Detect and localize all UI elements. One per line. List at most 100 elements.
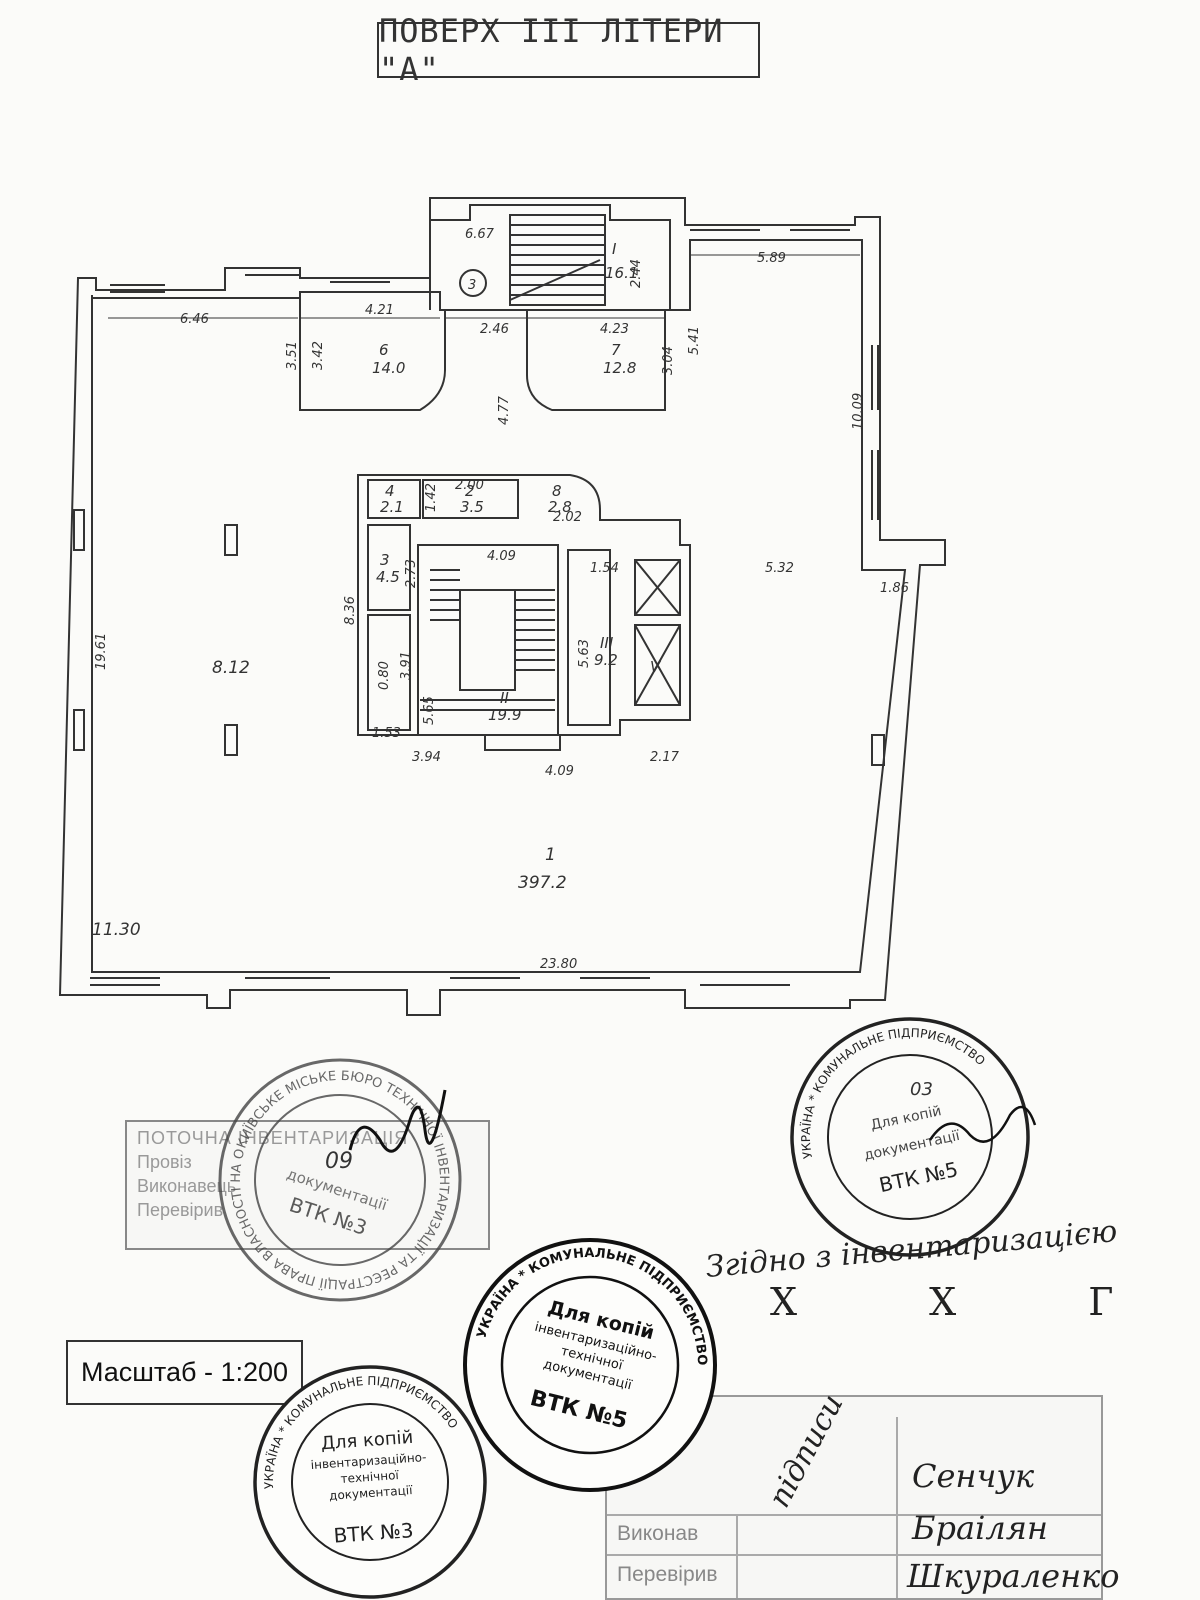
window [73, 709, 85, 751]
lift-shaft [634, 559, 681, 616]
room-label: 4 [385, 482, 395, 500]
room-label: 8 [552, 482, 562, 500]
stamp-center-text: Для копій [546, 1297, 657, 1345]
column [224, 724, 238, 756]
room-area: 12.8 [603, 359, 636, 377]
dimension-label: 1.42 [424, 483, 439, 512]
dimension-label: 5.65 [422, 696, 437, 725]
stamp-center-text: документації [542, 1357, 634, 1394]
stamp-center-text: Для копій [320, 1427, 414, 1454]
lift-shaft [634, 624, 681, 706]
dimension-label: 3.42 [311, 341, 326, 370]
inventory-line: Перевірив [137, 1200, 224, 1220]
signature-scribble [928, 1105, 1037, 1143]
dimension-label: 2.73 [404, 559, 419, 588]
name-2-handwritten: Браілян [912, 1509, 1048, 1547]
room-label: 7 [611, 341, 621, 359]
dimension-label: 4.09 [487, 549, 516, 564]
stamp-code: ВТК №5 [877, 1157, 960, 1197]
dimension-label: 2.17 [650, 750, 680, 765]
inventory-heading: ПОТОЧНА ІНВЕНТАРИЗАЦІЯ [137, 1128, 409, 1148]
handwritten-note: Згідно з інвентаризацією [704, 1214, 1119, 1285]
dimension-label: 4.23 [600, 322, 629, 337]
room-label: 2 [465, 482, 475, 500]
room-area: 19.9 [488, 706, 521, 724]
room-area: 9.2 [594, 651, 618, 669]
dimension-label: 19.61 [94, 633, 109, 670]
signature-table: Виконав Перевірив підписи Сенчук Браілян… [605, 1389, 1120, 1600]
room-label: III [600, 634, 614, 652]
room-label: II [500, 689, 509, 707]
dimension-label: 23.80 [540, 957, 577, 972]
inventory-box: ПОТОЧНА ІНВЕНТАРИЗАЦІЯ Провіз Виконавець… [125, 1120, 490, 1250]
dimension-label: 5.63 [577, 639, 592, 668]
dimension-label: 2.46 [480, 322, 509, 337]
staircase-top [429, 204, 671, 310]
room-label: I [612, 240, 617, 258]
room-7 [526, 310, 666, 411]
room-6 [299, 298, 446, 411]
dimension-label: 6.67 [465, 227, 495, 242]
room-area: 3.5 [460, 498, 484, 516]
scale-label: Масштаб - 1:200 [66, 1340, 303, 1405]
room-area: 397.2 [518, 873, 567, 893]
handwritten-marks: X X Г [770, 1280, 1174, 1324]
dimension-label: 1.54 [590, 561, 619, 576]
dimension-label: 3.51 [285, 341, 300, 370]
dimension-label: 6.46 [180, 312, 209, 327]
room-label: 1 [545, 845, 556, 865]
window [871, 345, 879, 520]
dimension-label: 11.30 [92, 920, 141, 940]
column [224, 524, 238, 556]
central-core [357, 474, 691, 751]
window [110, 229, 850, 293]
dimension-label: 2.00 [455, 478, 484, 493]
inventory-line: Провіз [137, 1152, 192, 1172]
dimension-label: 5.32 [765, 561, 794, 576]
dimension-label: 4.77 [497, 395, 512, 425]
dimension-label: 3.91 [399, 651, 414, 680]
checked-label: Перевірив [617, 1563, 718, 1586]
svg-text:УКРАЇНА * КОМУНАЛЬНЕ ПІДПРИЄМС: УКРАЇНА * КОМУНАЛЬНЕ ПІДПРИЄМСТВО [474, 1221, 731, 1394]
room-label: V [650, 658, 662, 676]
stamp-ring-text: УКРАЇНА * КОМУНАЛЬНЕ ПІДПРИЄМСТВО [474, 1221, 731, 1394]
dimension-label: 5.41 [687, 326, 702, 355]
dimension-label: 3.04 [661, 346, 676, 375]
name-3-handwritten: Шкураленко [907, 1557, 1120, 1595]
inner-wall [91, 239, 907, 973]
stamp-center-text: документації [329, 1483, 414, 1503]
room-area: 4.5 [376, 568, 400, 586]
dimension-label: 4.09 [545, 764, 574, 779]
executed-label: Виконав [617, 1522, 699, 1545]
stamp-center-text: технічної [340, 1468, 400, 1486]
dimension-label: 3 [468, 278, 476, 293]
table-grid [607, 1417, 1101, 1598]
name-1-handwritten: Сенчук [912, 1457, 1035, 1495]
column [871, 734, 885, 766]
stamp-code: ВТК №3 [333, 1518, 415, 1548]
room-area: 2.8 [548, 498, 572, 516]
dimension-label: 2.44 [629, 259, 644, 288]
room-area: 2.1 [380, 498, 404, 516]
floor-title: ПОВЕРХ III ЛІТЕРИ "А" [377, 12, 760, 88]
stamp-center-text: Для копій [869, 1103, 943, 1134]
stamp-date: 03 [910, 1079, 933, 1100]
dimension-label: 8.36 [343, 596, 358, 625]
dimension-label: 2.02 [553, 510, 582, 525]
dimension-label: 0.80 [377, 661, 392, 690]
outer-wall [58, 197, 946, 1016]
dimension-label: 4.21 [365, 303, 394, 318]
dimension-label: 8.12 [212, 658, 250, 678]
dimension-label: 5.89 [757, 251, 786, 266]
floor-plan: I 16.1 6 14.0 7 12.8 4 2.1 2 3.5 8 2.8 3… [58, 197, 946, 1016]
dimension-label: 3.94 [412, 750, 441, 765]
stair-marker [459, 269, 487, 297]
room-area: 14.0 [372, 359, 405, 377]
window [73, 509, 85, 551]
room-label: 3 [380, 551, 390, 569]
stamp-center-text: документації [863, 1128, 962, 1164]
dimension-label: 10.09 [851, 393, 866, 430]
dimension-label: 1.86 [880, 581, 909, 596]
dimension-label: 1.53 [372, 726, 401, 741]
room-label: 6 [379, 341, 389, 359]
